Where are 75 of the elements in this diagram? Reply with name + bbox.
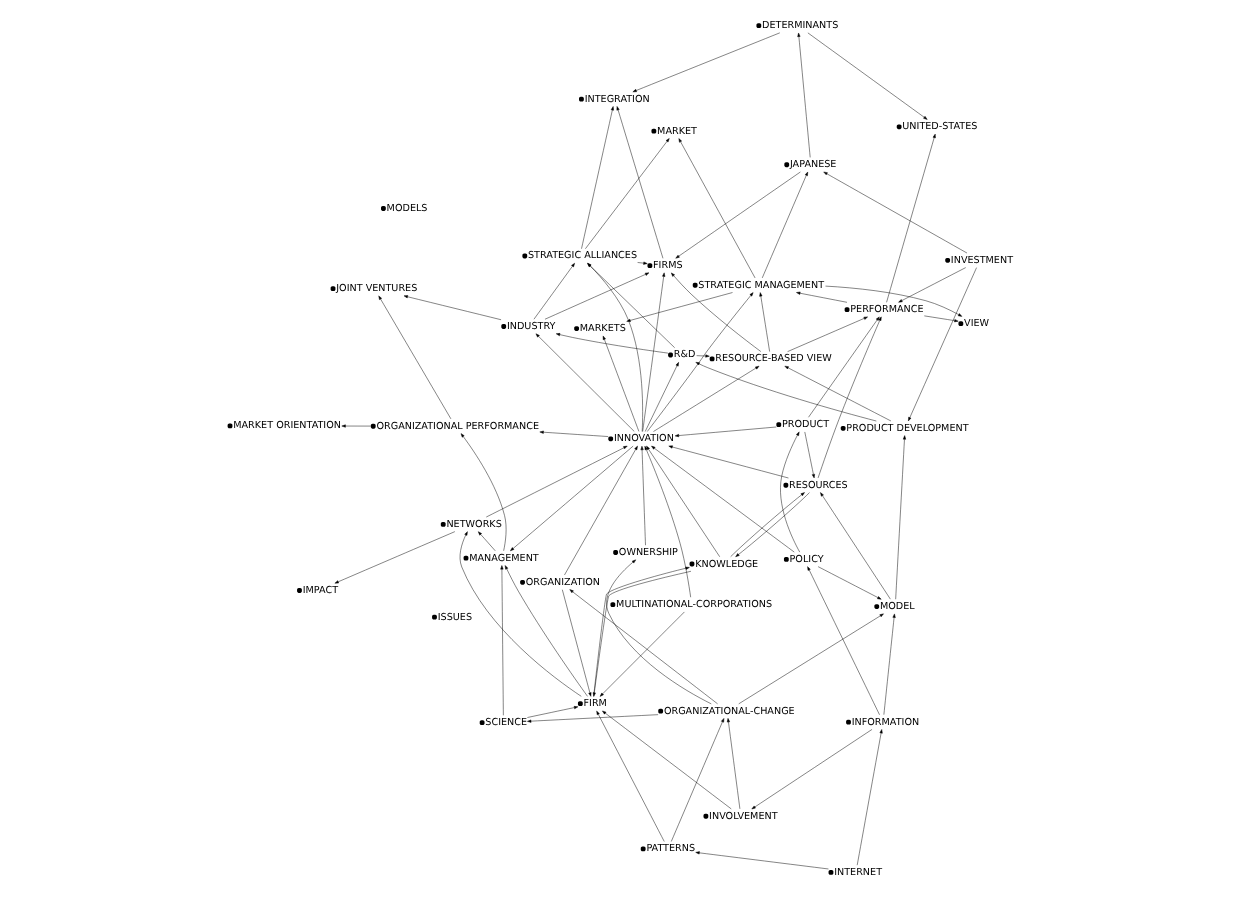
- arrow: [587, 263, 643, 432]
- arrow: [596, 710, 665, 842]
- arrow: [533, 263, 575, 320]
- arrow: [678, 138, 756, 279]
- arrow: [403, 295, 502, 320]
- arrow: [759, 292, 770, 352]
- arrow: [334, 531, 456, 584]
- arrow: [895, 435, 906, 600]
- arrow: [585, 138, 670, 249]
- arrow: [796, 291, 848, 303]
- arrow: [564, 445, 638, 576]
- arrow: [726, 718, 741, 810]
- arrow: [668, 445, 789, 479]
- arrow: [651, 445, 795, 553]
- arrow: [738, 613, 884, 705]
- arrow: [504, 565, 588, 697]
- arrow: [632, 32, 781, 93]
- arrow: [808, 316, 880, 418]
- arrow: [644, 445, 691, 598]
- arrow: [587, 263, 675, 348]
- arrow: [856, 729, 883, 866]
- arrow: [341, 424, 371, 428]
- arrow: [696, 354, 710, 358]
- arrow: [616, 106, 664, 259]
- arrow: [908, 267, 977, 422]
- arrow: [823, 171, 968, 254]
- arrow: [539, 430, 609, 437]
- arrow: [784, 365, 892, 422]
- arrow: [602, 710, 732, 810]
- arrow: [797, 32, 811, 158]
- arrow: [486, 445, 628, 518]
- arrow: [762, 171, 808, 279]
- arrow: [924, 315, 959, 323]
- arrow: [555, 333, 669, 354]
- arrow: [640, 445, 646, 546]
- arrow: [653, 365, 760, 432]
- arrow: [642, 272, 666, 432]
- arrow: [817, 566, 882, 600]
- arrow: [671, 272, 762, 352]
- arrow: [886, 133, 936, 303]
- arrow: [527, 714, 659, 723]
- arrow: [695, 851, 829, 870]
- arrow: [898, 267, 966, 303]
- arrow: [646, 445, 720, 557]
- arrow: [825, 285, 963, 317]
- arrow: [637, 261, 648, 265]
- arrow: [544, 272, 650, 320]
- arrow: [817, 316, 882, 479]
- arrow: [602, 335, 640, 432]
- arrow: [671, 718, 725, 842]
- arrow: [751, 729, 873, 810]
- arrow: [478, 531, 496, 552]
- arrow: [674, 426, 777, 438]
- arrow: [460, 433, 507, 551]
- arrow: [644, 362, 679, 432]
- arrow: [562, 589, 592, 697]
- arrow: [883, 613, 896, 715]
- arrow: [807, 32, 928, 120]
- arrow: [581, 106, 614, 249]
- arrow: [804, 431, 815, 479]
- arrow: [626, 292, 733, 322]
- arrow: [569, 589, 718, 705]
- arrow: [647, 292, 754, 432]
- arrow: [527, 706, 579, 718]
- arrow: [807, 566, 880, 715]
- arrow: [535, 333, 635, 432]
- arrow: [675, 171, 801, 259]
- arrow: [510, 445, 634, 552]
- arrow: [695, 362, 877, 422]
- arrow: [500, 565, 504, 716]
- arrow: [820, 492, 891, 600]
- arrow: [599, 611, 685, 697]
- arrow: [780, 431, 800, 553]
- arrow: [787, 316, 868, 352]
- arrow: [378, 295, 452, 420]
